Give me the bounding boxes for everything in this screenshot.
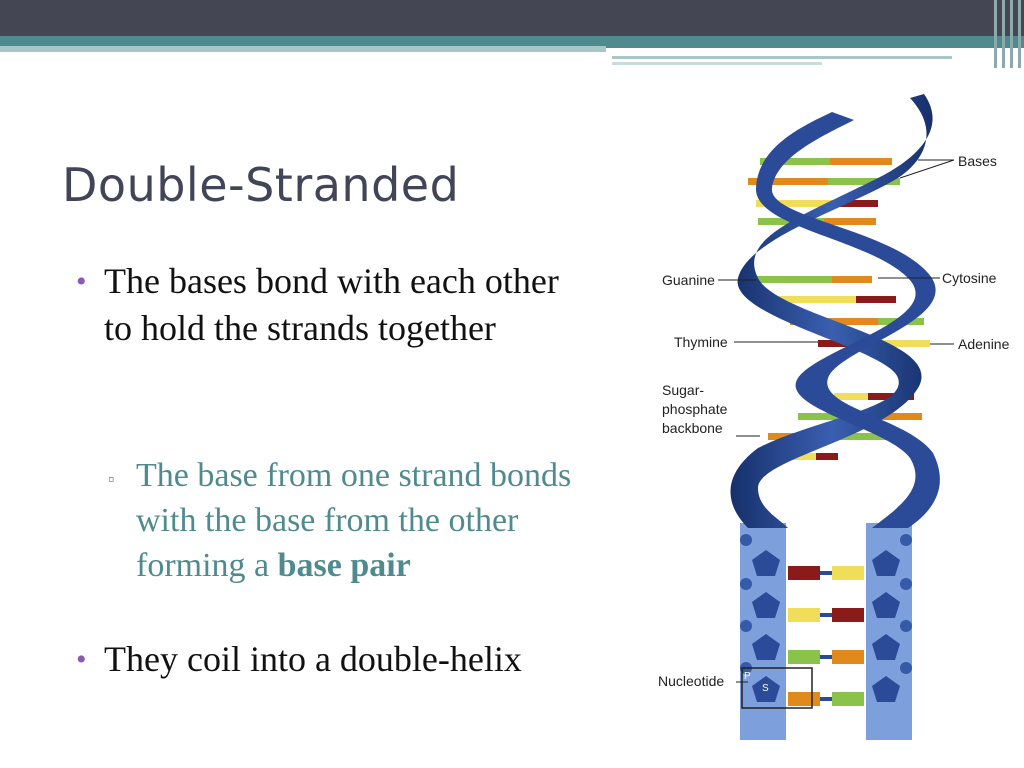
helix-strand-a [730, 94, 933, 528]
helix-strand-b [755, 112, 940, 528]
accent-stripe-light [0, 46, 1024, 52]
sub-bullet-marker: ▫ [108, 469, 115, 489]
accent-line [612, 56, 952, 59]
sub-bullet: ▫ The base from one strand bonds with th… [108, 453, 626, 588]
sugar-glyph: S [762, 683, 769, 694]
label-cytosine: Cytosine [942, 270, 997, 286]
phosphate-circles [740, 534, 912, 674]
leader-lines [718, 159, 955, 683]
sub-bullet-plain: The base from one strand bonds with the … [136, 457, 572, 584]
header-bar [0, 0, 1024, 36]
ladder-rungs [788, 566, 864, 706]
sugar-pentagons [752, 550, 900, 702]
bullet-marker: • [76, 265, 87, 298]
dna-helix-diagram: P S Bases Guanine Cytosine Thymine Adeni… [658, 94, 1010, 740]
label-guanine: Guanine [662, 272, 715, 288]
bullet-1-text: The bases bond with each other to hold t… [104, 261, 559, 348]
bullet-2: • They coil into a double-helix [76, 636, 584, 683]
bullet-1: • The bases bond with each other to hold… [76, 258, 584, 352]
label-bases: Bases [958, 153, 997, 169]
label-adenine: Adenine [958, 336, 1010, 352]
accent-stripe [0, 36, 1024, 46]
label-nucleotide: Nucleotide [658, 673, 724, 689]
nucleotide-box [741, 667, 813, 709]
accent-line [612, 62, 822, 65]
label-sugar-1: Sugar- [662, 382, 704, 398]
corner-lines [992, 0, 1024, 68]
label-sugar-3: backbone [662, 420, 723, 436]
phosphate-glyph: P [744, 671, 751, 682]
label-thymine: Thymine [674, 334, 728, 350]
base-pair-term: base pair [277, 547, 411, 584]
sub-bullet-text: The base from one strand bonds with the … [136, 453, 626, 588]
bullet-2-text: They coil into a double-helix [104, 639, 522, 679]
bullet-marker: • [76, 643, 87, 676]
label-sugar-2: phosphate [662, 401, 728, 417]
slide-title: Double-Stranded [62, 158, 460, 212]
